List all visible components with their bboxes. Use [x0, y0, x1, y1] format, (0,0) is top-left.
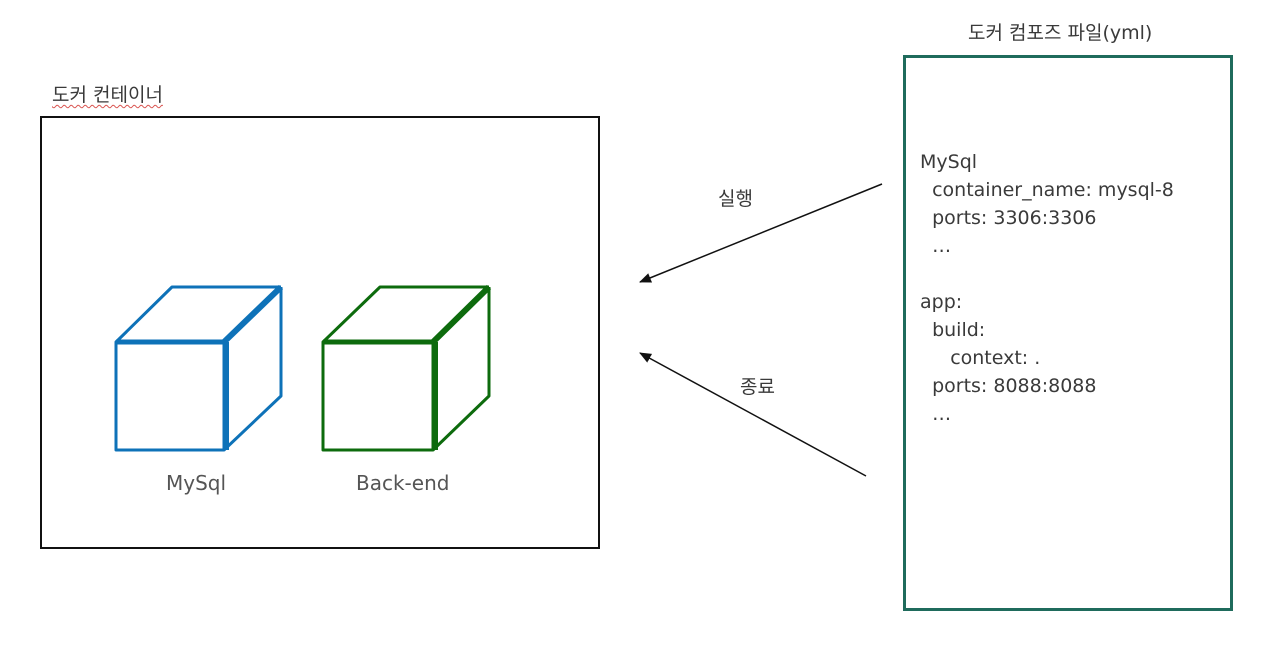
yaml-line: build:: [920, 319, 986, 341]
mysql-cube-icon: [114, 284, 284, 452]
run-label: 실행: [718, 188, 753, 210]
yaml-line: …: [920, 235, 952, 257]
run-arrow: [639, 183, 883, 283]
stop-label: 종료: [740, 376, 775, 398]
container-title-text: 도커 컨테이너: [52, 84, 163, 106]
mysql-label: MySql: [166, 471, 227, 495]
yaml-line: app:: [920, 291, 963, 313]
yaml-line: container_name: mysql-8: [920, 179, 1174, 201]
compose-title-text: 도커 컴포즈 파일(yml): [968, 22, 1153, 44]
backend-cube-icon: [321, 284, 492, 452]
container-title: 도커 컨테이너: [52, 80, 163, 107]
backend-label: Back-end: [356, 471, 450, 495]
yaml-line: ports: 8088:8088: [920, 375, 1097, 397]
yaml-line: context: .: [920, 347, 1041, 369]
yaml-content: MySql container_name: mysql-8 ports: 330…: [920, 148, 1174, 428]
yaml-line: [920, 260, 1174, 288]
stop-arrow: [639, 352, 867, 477]
compose-file-box: [903, 55, 1233, 611]
yaml-line: MySql: [920, 151, 978, 173]
compose-title: 도커 컴포즈 파일(yml): [968, 18, 1152, 45]
yaml-line: …: [920, 403, 952, 425]
docker-container-box: [40, 116, 600, 549]
yaml-line: ports: 3306:3306: [920, 207, 1097, 229]
